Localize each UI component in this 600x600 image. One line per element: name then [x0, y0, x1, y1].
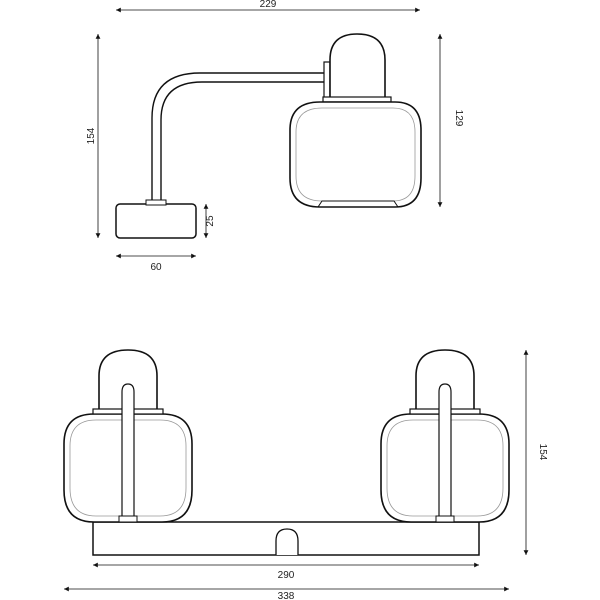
dim-base-length: 290 — [278, 570, 295, 581]
right-stem — [438, 383, 452, 522]
dim-side-width: 229 — [260, 0, 277, 10]
dim-overall-length: 338 — [278, 591, 295, 600]
left-stem-foot — [118, 515, 138, 523]
side-glass-foot — [317, 200, 399, 208]
left-glass-inner — [69, 419, 187, 517]
front-view: 154 290 338 — [63, 349, 548, 600]
side-base — [115, 203, 197, 239]
right-dome-cap — [415, 349, 475, 412]
side-arm — [151, 72, 327, 200]
front-center-knob — [275, 528, 299, 555]
right-stem-foot — [435, 515, 455, 523]
left-dome-cap — [98, 349, 158, 412]
front-lamp-right — [380, 349, 510, 523]
side-glass-shade — [289, 101, 422, 208]
dim-base-width: 60 — [150, 262, 162, 273]
right-glass-inner — [386, 419, 504, 517]
side-base-collar — [145, 199, 167, 206]
left-stem — [121, 383, 135, 522]
dim-shade-height: 129 — [453, 110, 464, 127]
side-view: 229 154 129 25 60 — [86, 0, 464, 273]
dim-side-height: 154 — [86, 127, 97, 144]
side-arm-inner — [160, 81, 327, 200]
side-dome-cap — [329, 33, 386, 98]
side-mount-plate — [323, 61, 331, 99]
dim-base-height: 25 — [205, 215, 216, 227]
front-lamp-left — [63, 349, 193, 523]
dim-front-height: 154 — [537, 444, 548, 461]
